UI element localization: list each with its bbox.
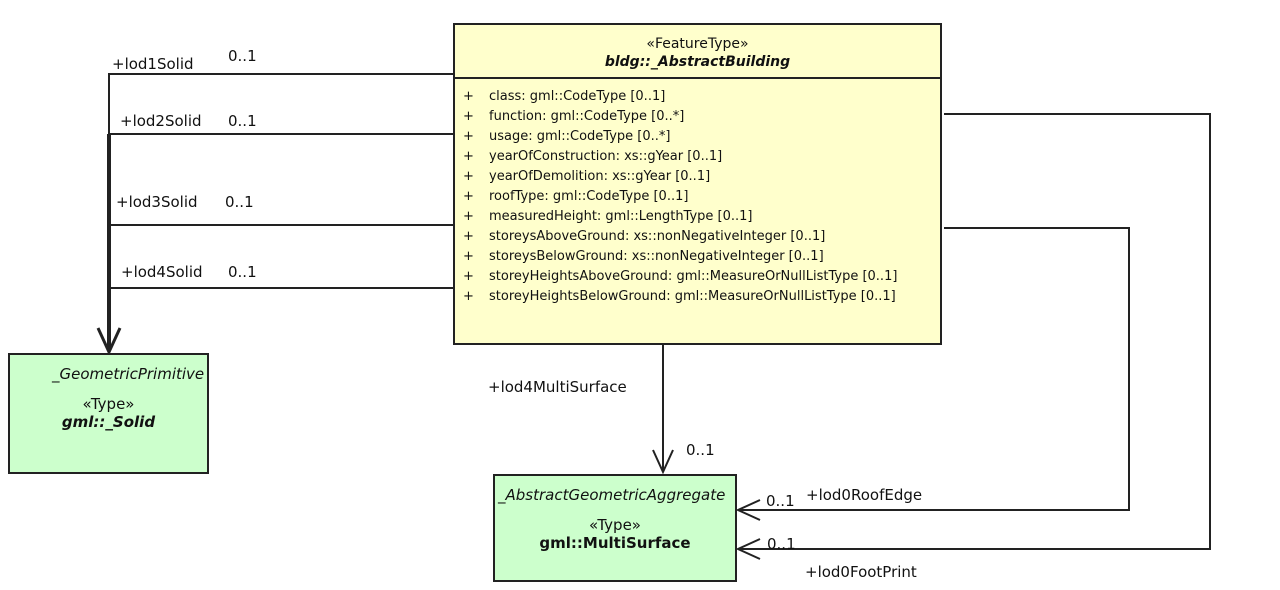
lod4multisurface-multiplicity: 0..1: [686, 441, 715, 459]
attribute-row: + usage: gml::CodeType [0..*]: [463, 127, 940, 147]
stereotype-label: «Type»: [589, 516, 641, 534]
lod0roofedge-line: [738, 227, 1130, 511]
attribute-text: yearOfDemolition: xs::gYear [0..1]: [489, 169, 711, 184]
attribute-text: storeysBelowGround: xs::nonNegativeInteg…: [489, 249, 824, 264]
attribute-row: + measuredHeight: gml::LengthType [0..1]: [463, 207, 940, 227]
visibility-marker: +: [463, 269, 474, 284]
stereotype-label: «Type»: [82, 395, 135, 413]
lod3solid-multiplicity: 0..1: [225, 193, 254, 211]
lod0roofedge-multiplicity: 0..1: [766, 492, 795, 510]
visibility-marker: +: [463, 229, 474, 244]
attribute-text: usage: gml::CodeType [0..*]: [489, 129, 671, 144]
attribute-row: + storeysBelowGround: xs::nonNegativeInte…: [463, 247, 940, 267]
lod4multisurface-arrowhead: [652, 449, 674, 475]
lod0roofedge-role: +lod0RoofEdge: [806, 486, 923, 504]
lod0footprint-arrowhead: [735, 538, 761, 560]
class-name: gml::_Solid: [61, 413, 156, 431]
lod0roofedge-arrowhead: [735, 499, 761, 521]
attribute-row: + yearOfDemolition: xs::gYear [0..1]: [463, 167, 940, 187]
attribute-text: storeyHeightsBelowGround: gml::MeasureOr…: [489, 289, 896, 304]
stereotype-label: «FeatureType»: [646, 36, 749, 52]
attribute-row: + storeyHeightsAboveGround: gml::MeasureO…: [463, 267, 940, 287]
attribute-list: +class: gml::CodeType [0..1]+function: g…: [455, 79, 940, 307]
lod4solid-multiplicity: 0..1: [228, 263, 257, 281]
visibility-marker: +: [463, 189, 474, 204]
lod4solid-role: +lod4Solid: [121, 263, 203, 281]
attribute-row: + function: gml::CodeType [0..*]: [463, 107, 940, 127]
attribute-text: storeyHeightsAboveGround: gml::MeasureOr…: [489, 269, 898, 284]
lod0footprint-role: +lod0FootPrint: [805, 563, 917, 581]
solid-arrowhead: [96, 327, 122, 356]
attribute-row: + storeysAboveGround: xs::nonNegativeInte…: [463, 227, 940, 247]
lod2solid-role: +lod2Solid: [120, 112, 202, 130]
lod2solid-multiplicity: 0..1: [228, 112, 257, 130]
lod3solid-role: +lod3Solid: [116, 193, 198, 211]
attribute-row: + class: gml::CodeType [0..1]: [463, 87, 940, 107]
parent-class-label: _GeometricPrimitive: [52, 365, 205, 383]
attribute-text: function: gml::CodeType [0..*]: [489, 109, 685, 124]
visibility-marker: +: [463, 109, 474, 124]
lod0footprint-line: [738, 113, 1211, 550]
attribute-row: + storeyHeightsBelowGround: gml::MeasureO…: [463, 287, 940, 307]
lod0footprint-multiplicity: 0..1: [767, 535, 796, 553]
attribute-row: + yearOfConstruction: xs::gYear [0..1]: [463, 147, 940, 167]
lod1solid-multiplicity: 0..1: [228, 47, 257, 65]
class-name: gml::MultiSurface: [539, 534, 691, 552]
visibility-marker: +: [463, 249, 474, 264]
visibility-marker: +: [463, 169, 474, 184]
attribute-row: + roofType: gml::CodeType [0..1]: [463, 187, 940, 207]
visibility-marker: +: [463, 209, 474, 224]
attribute-text: measuredHeight: gml::LengthType [0..1]: [489, 209, 753, 224]
solid-class[interactable]: _GeometricPrimitive «Type» gml::_Solid: [8, 353, 209, 474]
attribute-text: storeysAboveGround: xs::nonNegativeInteg…: [489, 229, 826, 244]
visibility-marker: +: [463, 149, 474, 164]
attribute-text: yearOfConstruction: xs::gYear [0..1]: [489, 149, 723, 164]
class-name: bldg::_AbstractBuilding: [604, 54, 791, 70]
visibility-marker: +: [463, 129, 474, 144]
visibility-marker: +: [463, 289, 474, 304]
attribute-text: class: gml::CodeType [0..1]: [489, 89, 666, 104]
abstract-building-header: «FeatureType» bldg::_AbstractBuilding: [455, 25, 940, 79]
parent-class-label: _AbstractGeometricAggregate: [498, 486, 726, 504]
visibility-marker: +: [463, 89, 474, 104]
multisurface-class[interactable]: _AbstractGeometricAggregate «Type» gml::…: [493, 474, 737, 582]
attribute-text: roofType: gml::CodeType [0..1]: [489, 189, 689, 204]
abstract-building-class[interactable]: «FeatureType» bldg::_AbstractBuilding + c…: [453, 23, 942, 345]
lod1solid-role: +lod1Solid: [112, 55, 194, 73]
lod4multisurface-role: +lod4MultiSurface: [488, 378, 627, 396]
